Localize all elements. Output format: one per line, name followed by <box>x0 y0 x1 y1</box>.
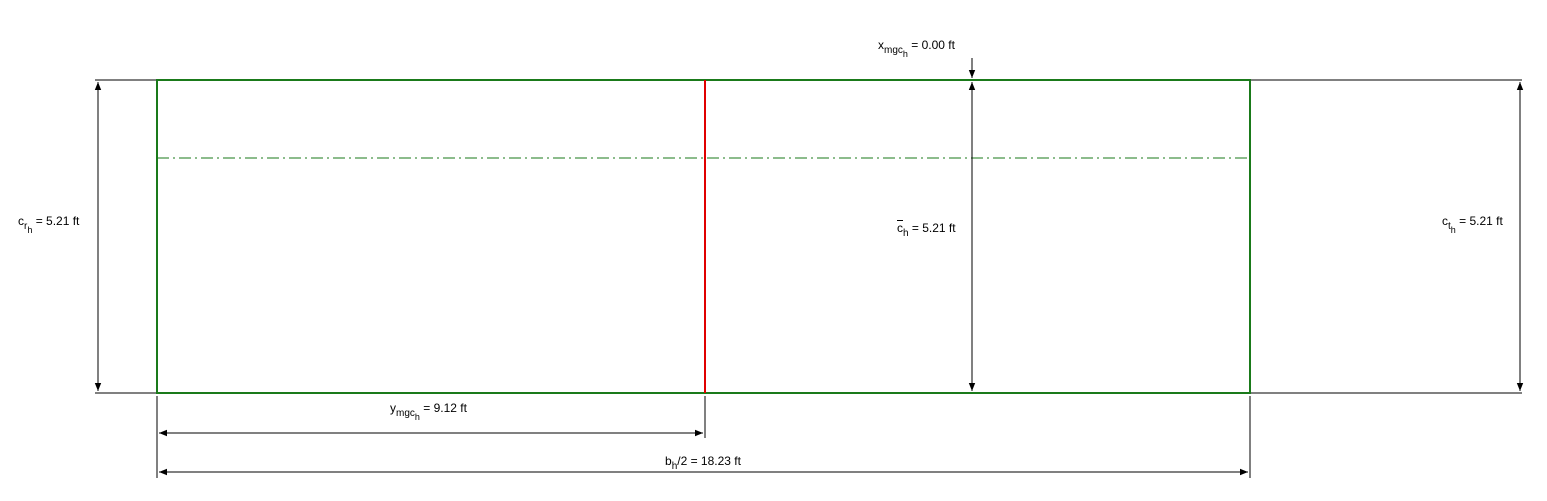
planform-outline <box>156 79 1251 394</box>
ymgc-label: ymgch = 9.12 ft <box>390 401 467 422</box>
xmgc-label: xmgch = 0.00 ft <box>878 38 955 59</box>
half-span-label: bh/2 = 18.23 ft <box>665 454 741 472</box>
tip-chord-label: cth = 5.21 ft <box>1442 214 1503 235</box>
mean-chord-label: ch = 5.21 ft <box>897 221 956 239</box>
root-chord-label: crh = 5.21 ft <box>18 214 80 235</box>
